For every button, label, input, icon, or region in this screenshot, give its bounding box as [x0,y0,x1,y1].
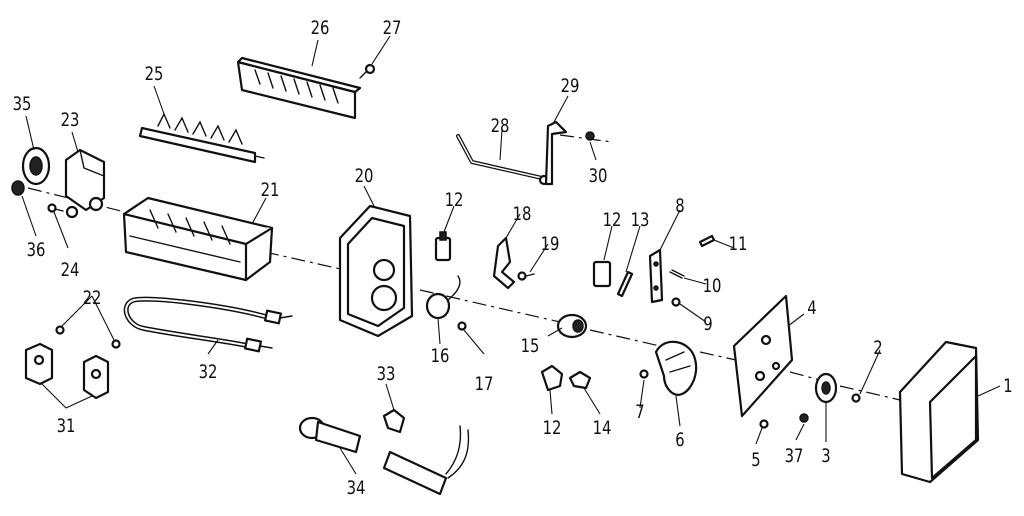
callout-10: 10 [703,275,722,297]
callout-22: 22 [83,287,102,309]
part-31-brackets [24,342,110,400]
part-5-screw [759,419,769,429]
part-29-bracket [544,120,568,186]
callout-12-middle: 12 [603,209,622,231]
part-25-ejector [138,112,265,164]
callout-32: 32 [199,361,218,383]
callout-23: 23 [61,109,80,131]
part-28-arm [456,134,550,186]
part-10-spring [669,269,685,279]
part-13-clip [616,270,634,298]
wire-harness [382,425,470,496]
callout-4: 4 [807,297,816,319]
part-34-fill-cup [298,416,362,454]
part-21-ice-mold [122,196,274,282]
part-24-screw [47,203,64,213]
part-30-spring [585,131,595,141]
callout-2: 2 [873,337,882,359]
part-9-screw [671,297,681,307]
part-11-pin [698,234,716,248]
callout-20: 20 [355,165,374,187]
part-7-screw [639,369,649,379]
callout-37: 37 [785,445,804,467]
callout-15: 15 [521,335,540,357]
part-2-screw [851,393,861,403]
callout-19: 19 [541,233,560,255]
part-1-cover [898,340,980,484]
callout-labels: 35 23 36 24 25 26 27 21 20 28 29 30 22 3… [13,17,1013,499]
callout-24: 24 [61,259,80,281]
callout-18: 18 [513,203,532,225]
part-16-motor [425,275,461,320]
callout-25: 25 [145,63,164,85]
callout-14: 14 [593,417,612,439]
part-20-housing [338,204,414,338]
callout-29: 29 [561,75,580,97]
callout-27: 27 [383,17,402,39]
callout-36: 36 [27,239,46,261]
callout-9: 9 [703,313,712,335]
part-4-mount-plate [732,294,794,418]
part-8-plate [648,248,664,304]
callout-13: 13 [631,209,650,231]
part-22-screws [55,325,121,349]
callout-12-bottom: 12 [543,417,562,439]
part-27-screw [359,63,376,79]
part-14-clip [568,370,592,390]
part-37-nut [799,413,809,423]
part-33-connector [382,408,406,434]
part-12-switch-a [434,231,452,262]
part-32-heater [123,296,293,353]
leader-lines [21,35,1001,475]
part-23-cup [64,148,106,219]
callout-28: 28 [491,115,510,137]
callout-3: 3 [821,445,830,467]
part-15-gear [556,313,588,339]
callout-12-top: 12 [445,189,464,211]
callout-6: 6 [675,429,684,451]
part-12-switch-c [540,364,564,392]
part-6-cam [654,340,698,396]
part-3-knob [814,372,838,404]
part-36-nut [11,180,25,196]
callout-34: 34 [347,477,366,499]
callout-1: 1 [1003,375,1012,397]
callout-17: 17 [475,373,494,395]
callout-31: 31 [57,415,76,437]
callout-33: 33 [377,363,396,385]
callout-7: 7 [635,401,644,423]
callout-26: 26 [311,17,330,39]
callout-16: 16 [431,345,450,367]
part-17-screw [457,321,467,331]
callout-21: 21 [261,179,280,201]
part-18-lever [492,236,516,290]
part-26-rack [236,56,362,120]
callout-5: 5 [751,449,760,471]
part-19-screw [517,271,535,281]
callout-11: 11 [729,233,748,255]
assembly-axis [27,134,901,401]
callout-35: 35 [13,93,32,115]
part-12-switch-b [592,260,612,288]
callout-30: 30 [589,165,608,187]
callout-8: 8 [675,195,684,217]
part-35-ring [21,146,51,186]
